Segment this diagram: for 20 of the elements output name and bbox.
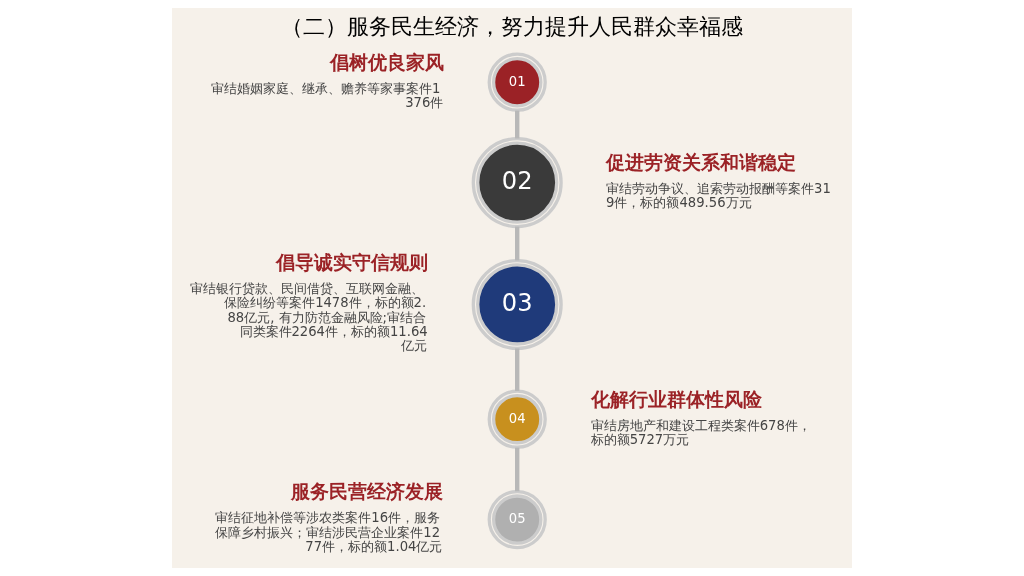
- connector: [515, 447, 520, 492]
- diagram-title: （二）服务民生经济，努力提升人民群众幸福感: [281, 14, 743, 40]
- node-circle: 02: [471, 137, 563, 229]
- connector: [515, 348, 520, 391]
- node-circle: 04: [487, 389, 547, 449]
- node-label: 审结银行贷款、民间借贷、互联网金融、保险纠纷等案件1478件，标的额2.88亿元, 有力防范金融风险;审结合同类案件2264件，标的额11.64亿元: [190, 281, 428, 354]
- node-label: 服务民营经济发展: [291, 481, 444, 503]
- node-circle: 01: [487, 52, 547, 112]
- node-label: 审结房地产和建设工程类案件678件，标的额5727万元: [590, 417, 811, 447]
- node-circle: 05: [487, 489, 547, 550]
- node-label: 审结劳动争议、追索劳动报酬等案件319件，标的额489.56万元: [606, 181, 831, 211]
- connector: [515, 226, 520, 261]
- node-label: 审结征地补偿等涉农类案件16件，服务保障乡村振兴；审结涉民营企业案件1277件，标的额1.04亿元: [215, 510, 443, 554]
- node-label: 倡树优良家风: [329, 51, 444, 73]
- node-label: 倡导诚实守信规则: [275, 251, 428, 273]
- connector: [515, 110, 520, 139]
- node-circle: 03: [471, 258, 563, 350]
- node-label: 化解行业群体性风险: [590, 388, 762, 410]
- node-label: 审结婚姻家庭、继承、赡养等家事案件1376件: [210, 80, 444, 110]
- node-label: 促进劳资关系和谐稳定: [606, 152, 797, 174]
